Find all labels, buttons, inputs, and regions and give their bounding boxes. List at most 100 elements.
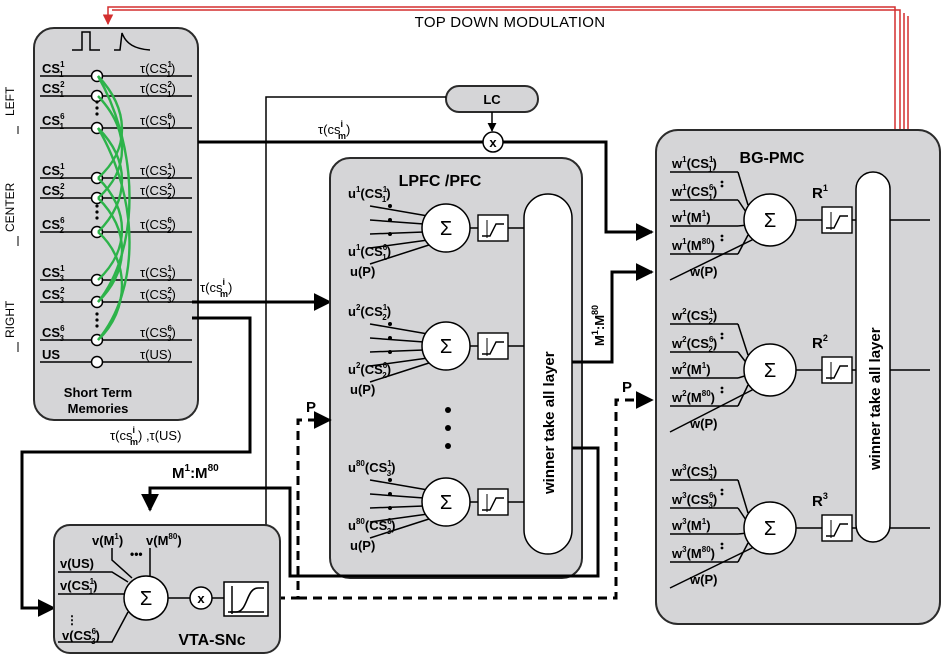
vta-input-dots: ⋮ <box>66 613 78 627</box>
bg-sum-symbol: Σ <box>764 360 776 382</box>
bg-threshold-icon <box>821 514 853 542</box>
lc-label: LC <box>483 92 501 107</box>
lpfc-threshold-icon <box>477 488 509 516</box>
decay-icon <box>114 32 151 51</box>
lpfc-title: LPFC /PFC <box>399 173 482 190</box>
vta-multiplier: x <box>197 591 205 606</box>
side-label-right: RIGHT <box>3 300 17 338</box>
p-label-lpfc: P <box>306 399 316 416</box>
bg-output-r: R3 <box>812 491 828 510</box>
lpfc-sum-symbol: Σ <box>440 218 452 240</box>
p-label-bg: P <box>622 379 632 396</box>
side-label-center: CENTER <box>3 182 17 232</box>
lpfc-winner-take-all-layer <box>523 193 573 555</box>
bg-sum-symbol: Σ <box>764 518 776 540</box>
ellipsis-dots <box>95 100 99 328</box>
side-label-left: LEFT <box>3 86 17 116</box>
lpfc-sum-symbol: Σ <box>440 336 452 358</box>
vta-sigmoid-icon <box>223 581 269 617</box>
bg-input-label: w3(M1) <box>671 517 711 533</box>
vta-title: VTA-SNc <box>178 632 245 649</box>
vta-input-m1: v(M1) <box>92 532 123 548</box>
vta-sum-symbol: Σ <box>140 588 152 610</box>
vta-m-dots: ••• <box>130 547 143 561</box>
stm-title-line2: Memories <box>68 401 129 416</box>
vta-input-m80: v(M80) <box>146 532 182 548</box>
bg-threshold-icon <box>821 206 853 234</box>
bg-input-p: w(P) <box>689 572 717 587</box>
lpfc-input-p: u(P) <box>350 382 375 397</box>
stm-row-tau: τ(US) <box>140 347 172 362</box>
pulse-icon <box>72 31 100 51</box>
lpfc-input-p: u(P) <box>350 538 375 553</box>
m1-m80-label: M1:M80 <box>172 463 219 482</box>
bg-output-r: R2 <box>812 333 828 352</box>
lateral-inhibition-connections <box>96 75 131 341</box>
lpfc-threshold-icon <box>477 332 509 360</box>
lpfc-to-bg-connection: M1:M80 <box>572 263 654 364</box>
bg-wta-label: winner take all layer <box>867 327 884 471</box>
lpfc-sum-symbol: Σ <box>440 492 452 514</box>
lpfc-to-vta-connection: M1:M80 <box>141 446 600 578</box>
bg-winner-take-all-layer <box>855 171 891 543</box>
bg-input-label: w2(M1) <box>671 361 711 377</box>
bg-title: BG-PMC <box>740 150 805 167</box>
bg-sum-symbol: Σ <box>764 210 776 232</box>
m1-m80-label-vertical: M1:M80 <box>590 305 607 346</box>
stm-node <box>90 355 104 369</box>
lpfc-wta-label: winner take all layer <box>541 351 558 495</box>
lc-multiplier: x <box>489 135 497 150</box>
bg-input-label: w1(M1) <box>671 209 711 225</box>
bg-input-label: w3(M80) <box>671 545 715 561</box>
vta-p-dashed-connections: P P <box>276 379 654 600</box>
lpfc-input-p: u(P) <box>350 264 375 279</box>
lc-module: LC x <box>445 85 539 153</box>
vta-input-us: v(US) <box>60 556 94 571</box>
lpfc-threshold-icon <box>477 214 509 242</box>
top-down-modulation-label: TOP DOWN MODULATION <box>415 14 606 31</box>
bg-input-label: w2(M80) <box>671 389 715 405</box>
